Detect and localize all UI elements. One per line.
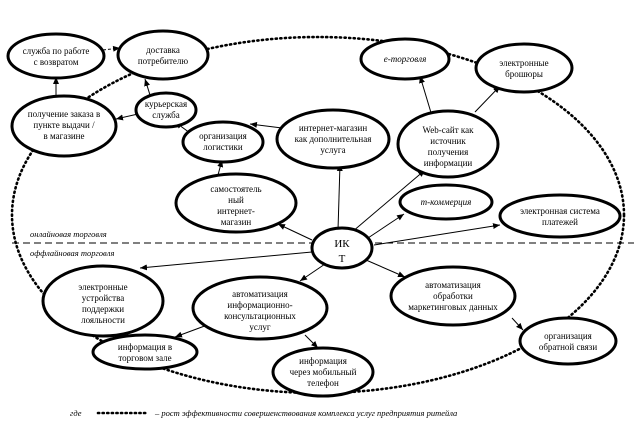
node-e-trade: е-торговля bbox=[359, 37, 451, 81]
legend: где – рост эффективности совершенствован… bbox=[70, 408, 457, 418]
edge-website-to-brochures bbox=[474, 85, 501, 113]
edge-center-to-payment bbox=[373, 223, 501, 246]
offline-zone-label: оффлайновая торговля bbox=[30, 248, 114, 258]
edge-marketing-to-feedback bbox=[511, 317, 524, 331]
edge-center-to-edevices bbox=[139, 251, 313, 271]
svg-text:m-коммерция: m-коммерция bbox=[421, 197, 472, 207]
edge-center-to-mcommerce bbox=[367, 213, 405, 239]
legend-text: – рост эффективности совершенствования к… bbox=[154, 408, 457, 418]
legend-prefix: где bbox=[70, 408, 82, 418]
online-zone-label: онлайновая торговля bbox=[30, 229, 107, 239]
edge-internetshop-to-logistics bbox=[249, 121, 283, 129]
edges bbox=[53, 45, 524, 349]
edge-center-to-independent-shop bbox=[277, 223, 313, 241]
svg-text:ИКТ: ИКТ bbox=[334, 238, 350, 265]
edge-returns-delivery-dashed bbox=[95, 45, 121, 54]
edge-center-to-website bbox=[351, 169, 426, 233]
edge-center-to-internet-shop bbox=[336, 163, 343, 231]
edge-courier-to-delivery bbox=[144, 78, 151, 96]
svg-text:е-торговля: е-торговля bbox=[384, 54, 427, 64]
edge-center-to-marketing bbox=[365, 259, 406, 278]
edge-website-to-etrade bbox=[419, 75, 433, 117]
edge-courier-to-pickup bbox=[115, 113, 139, 121]
edge-consulting-to-mobile bbox=[304, 334, 319, 349]
node-m-commerce: m-коммерция bbox=[398, 183, 494, 221]
